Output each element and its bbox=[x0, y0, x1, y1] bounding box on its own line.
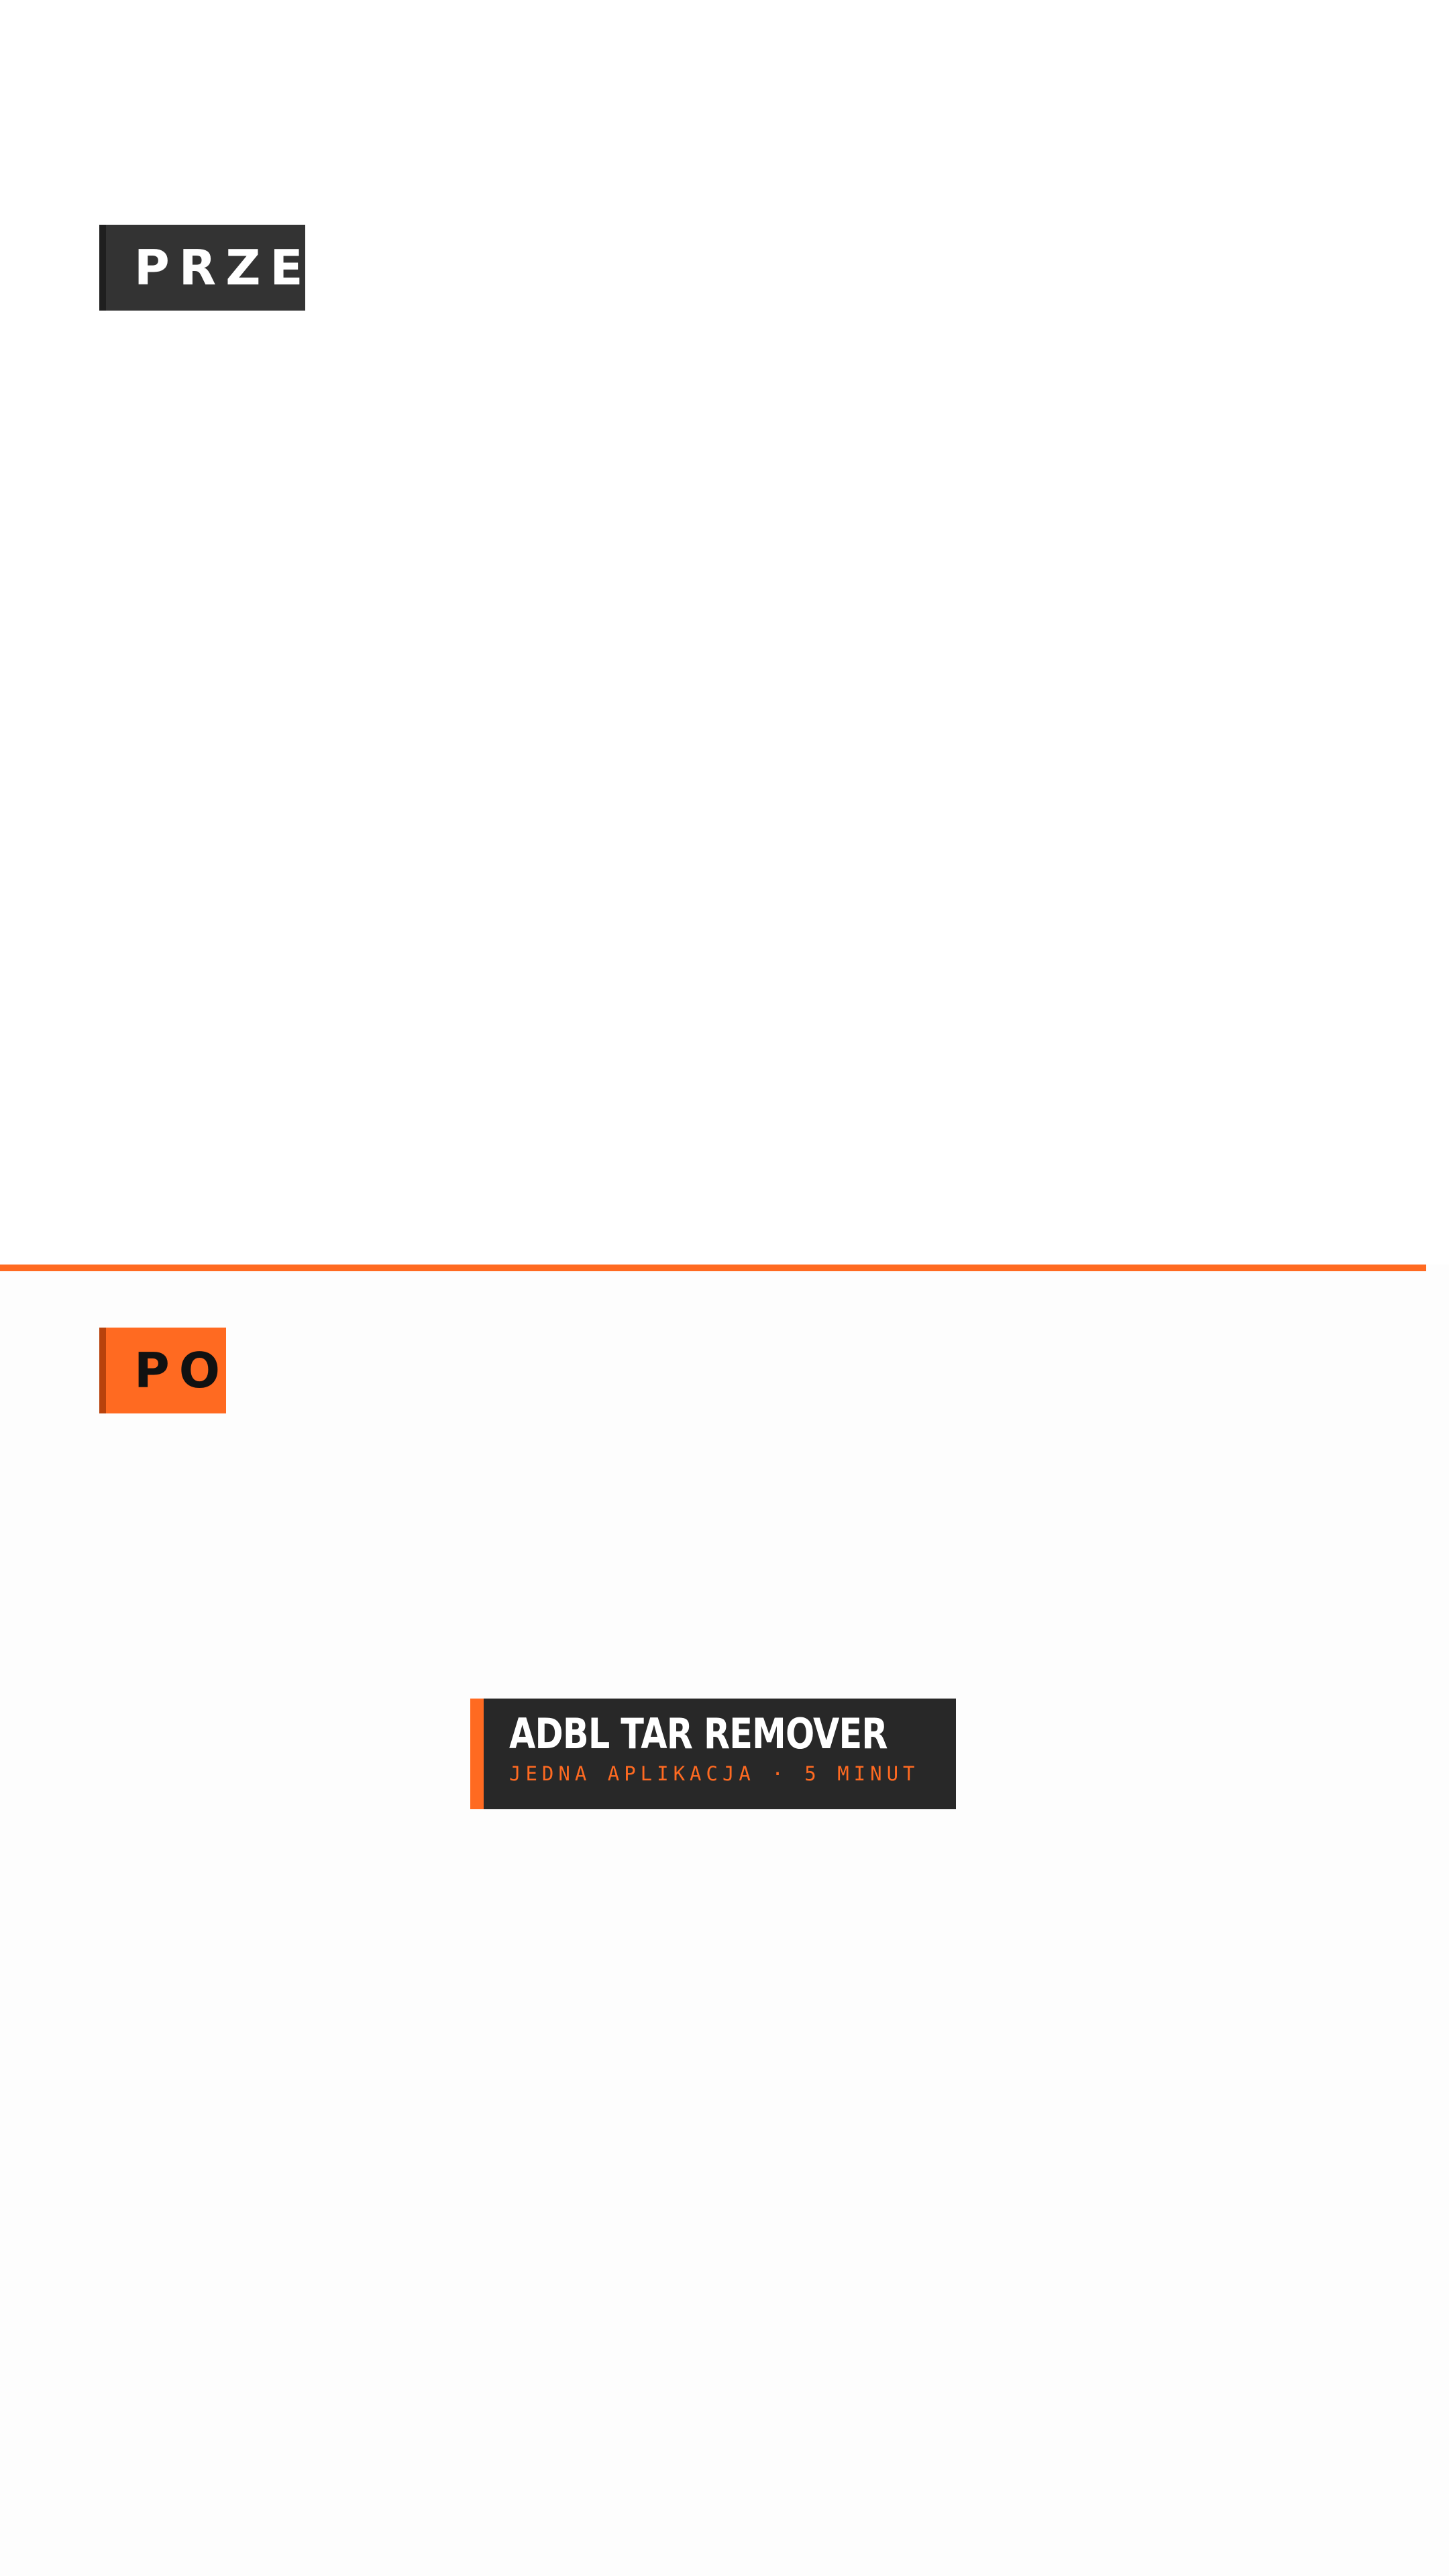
after-label: PO bbox=[99, 1328, 226, 1413]
product-tagline: JEDNA APLIKACJA · 5 MINUT bbox=[509, 1762, 920, 1785]
before-label-text: PRZED bbox=[134, 239, 362, 296]
before-panel: PRZED bbox=[0, 0, 1449, 1265]
after-label-text: PO bbox=[134, 1342, 229, 1399]
after-panel bbox=[0, 1271, 1449, 2576]
product-name: ADBL TAR REMOVER bbox=[509, 1709, 888, 1758]
section-divider bbox=[0, 1265, 1426, 1271]
product-card: ADBL TAR REMOVER JEDNA APLIKACJA · 5 MIN… bbox=[470, 1699, 956, 1809]
before-label: PRZED bbox=[99, 225, 352, 311]
